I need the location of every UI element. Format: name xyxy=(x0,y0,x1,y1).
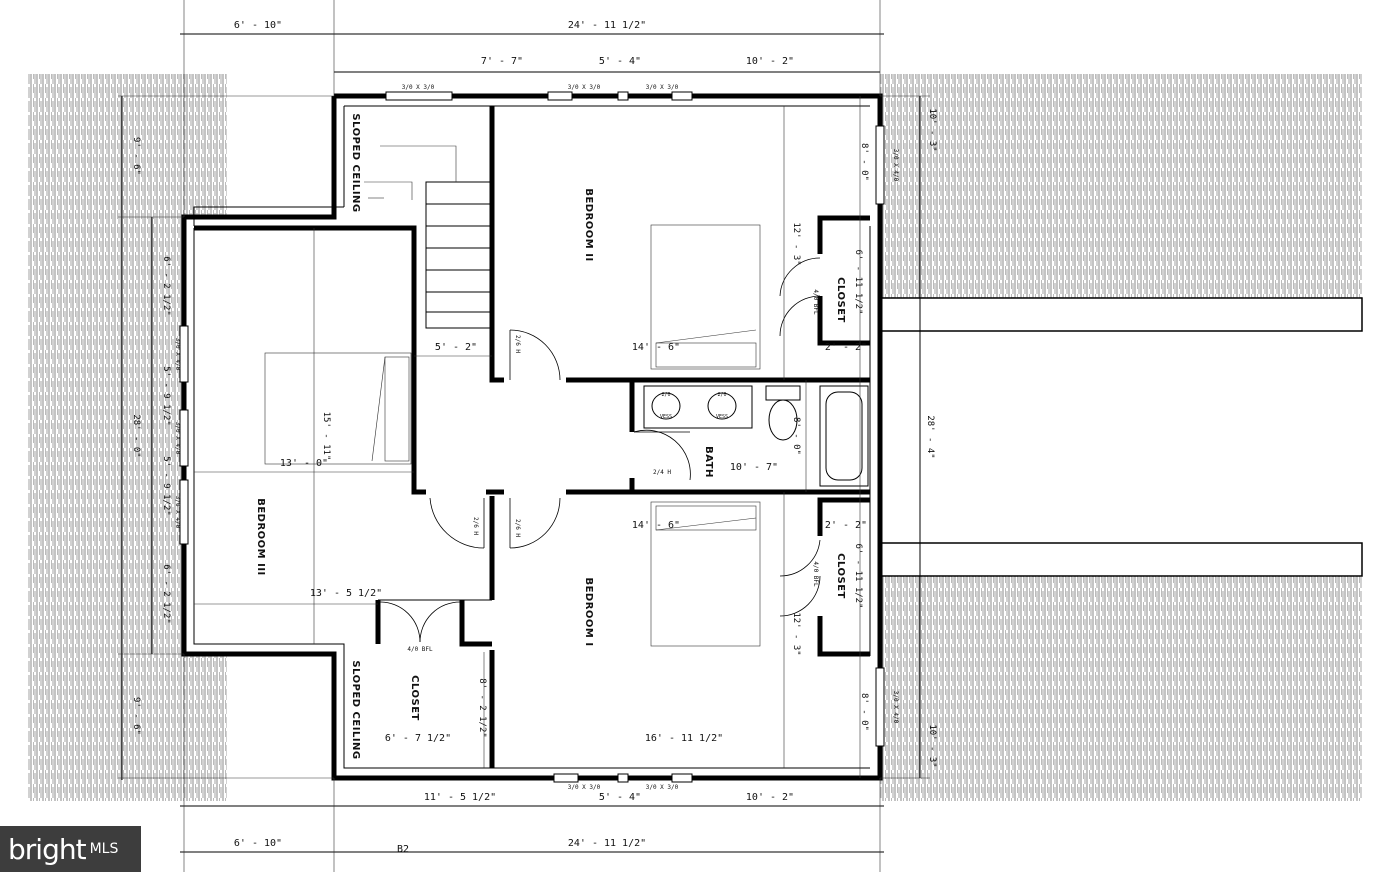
dim-closet-b2-h: 6' - 11 1/2" xyxy=(853,249,863,314)
door-bath: 2/4 H xyxy=(653,469,671,476)
door-b1: 2/6 H xyxy=(472,517,479,535)
dim-b1-lower: 13' - 5 1/2" xyxy=(310,588,382,599)
room-label-closet-b3: CLOSET xyxy=(835,553,846,599)
dim-b1-depth: 15' - 11" xyxy=(321,412,331,461)
wall-b1-top xyxy=(194,225,426,495)
room-label-bedroom-2: BEDROOM II xyxy=(583,188,594,261)
room-label-sloped-top: SLOPED CEILING xyxy=(350,113,361,212)
wall-closet-b3 xyxy=(817,497,870,657)
dim-b1-width: 13' - 0" xyxy=(280,458,328,469)
dim-left-top: 9' - 6" xyxy=(131,137,141,175)
dim-right-top-out: 10' - 3" xyxy=(927,108,937,151)
win-right-b: 3/0 X 4/0 xyxy=(892,691,899,724)
room-label-closet-b2: CLOSET xyxy=(835,277,846,323)
dim-top-left: 6' - 10" xyxy=(234,20,282,31)
win-top-c: 3/0 X 3/0 xyxy=(646,84,679,91)
roof-right-top xyxy=(880,74,1362,298)
dim-left-total: 28' - 0" xyxy=(131,414,141,457)
beam-lower xyxy=(875,542,1363,577)
dim-b3-width: 14' - 6" xyxy=(632,520,680,531)
door-b3: 2/6 H xyxy=(514,519,521,537)
dim-b3-bottom-w: 16' - 11 1/2" xyxy=(645,733,723,744)
logo-suffix: MLS xyxy=(89,841,119,857)
dim-b3-closet-w: 2' - 2" xyxy=(825,520,867,531)
dim-bath-width: 10' - 7" xyxy=(730,462,778,473)
wall-closet-b1 xyxy=(375,600,492,647)
room-label-bath: BATH xyxy=(703,446,714,478)
sink-size-2: 2/0 xyxy=(717,392,726,398)
vanity-2-label: VESS xyxy=(716,414,728,420)
dim-b2-width: 14' - 6" xyxy=(632,342,680,353)
door-b2: 2/6 H xyxy=(514,335,521,353)
bright-mls-logo: bright MLS xyxy=(0,826,141,872)
dim-bottom-left: 6' - 10" xyxy=(234,838,282,849)
dim-left-seg1: 6' - 2 1/2" xyxy=(161,256,171,316)
dim-bath-h: 8' - 0" xyxy=(791,417,801,455)
door-b1-closet: 4/0 BFL xyxy=(407,646,433,653)
room-label-closet-b1: CLOSET xyxy=(409,675,420,721)
dim-closet1-h: 8' - 2 1/2" xyxy=(477,678,487,738)
win-left-c: 3/0 X 4/0 xyxy=(174,496,181,529)
win-bot-a: 3/0 X 3/0 xyxy=(568,784,601,791)
dim-right-total: 28' - 4" xyxy=(925,415,935,458)
dim-hall: 5' - 2" xyxy=(435,342,477,353)
dim-bottom-seg3: 10' - 2" xyxy=(746,792,794,803)
wall-closet-b2 xyxy=(817,215,870,346)
win-top-b: 3/0 X 3/0 xyxy=(568,84,601,91)
dim-bottom-seg2: 5' - 4" xyxy=(599,792,641,803)
dim-right-bot-out: 10' - 3" xyxy=(927,724,937,767)
dimension-lines xyxy=(118,0,930,872)
win-bot-b: 3/0 X 3/0 xyxy=(646,784,679,791)
door-b3-closet: 4/0 BFL xyxy=(812,561,819,587)
dim-left-seg3: 5' - 9 1/2" xyxy=(161,456,171,516)
win-left-b: 3/0 X 4/0 xyxy=(174,422,181,455)
dim-bottom-total: 24' - 11 1/2" xyxy=(568,838,646,849)
dim-top-total: 24' - 11 1/2" xyxy=(568,20,646,31)
room-label-sloped-bottom: SLOPED CEILING xyxy=(350,660,361,759)
bath-fixtures xyxy=(643,385,869,487)
sink-size-1: 2/0 xyxy=(661,392,670,398)
win-left-a: 3/0 X 4/0 xyxy=(174,338,181,371)
beds xyxy=(264,224,761,647)
wall-b2-left xyxy=(489,106,504,383)
level-mark: B2 xyxy=(397,844,409,855)
room-label-bedroom-3: BEDROOM I xyxy=(583,577,594,646)
win-top-a: 3/0 X 3/0 xyxy=(402,84,435,91)
vanity-1-label: VESS xyxy=(660,414,672,420)
dim-left-seg2: 5' - 9 1/2" xyxy=(161,366,171,426)
dim-top-seg1: 7' - 7" xyxy=(481,56,523,67)
dim-closet-b3-h: 6' - 11 1/2" xyxy=(853,543,863,608)
dim-bottom-seg1: 11' - 5 1/2" xyxy=(424,792,496,803)
dim-top-seg2: 5' - 4" xyxy=(599,56,641,67)
dim-b2-closet-w: 2' - 2" xyxy=(825,342,867,353)
window-marks xyxy=(179,91,885,783)
dim-left-bottom: 9' - 6" xyxy=(131,697,141,735)
logo-brand: bright xyxy=(8,832,87,866)
stairs xyxy=(364,145,491,329)
doors xyxy=(379,257,821,643)
dim-top-seg3: 10' - 2" xyxy=(746,56,794,67)
win-right-a: 3/0 X 4/0 xyxy=(892,149,899,182)
exterior-wall-inner xyxy=(193,105,871,769)
beam-upper xyxy=(875,297,1363,332)
roof-right-mid xyxy=(880,298,1362,576)
dim-b3-depth: 12' - 3" xyxy=(791,612,801,655)
roof-right-bottom xyxy=(880,576,1362,801)
dim-right-top: 8' - 0" xyxy=(859,143,869,181)
dim-b2-depth: 12' - 3" xyxy=(791,222,801,265)
room-label-bedroom-1: BEDROOM III xyxy=(255,498,266,576)
dim-closet1-w: 6' - 7 1/2" xyxy=(385,733,451,744)
dim-right-bot: 8' - 0" xyxy=(859,693,869,731)
dim-left-seg4: 6' - 2 1/2" xyxy=(161,564,171,624)
door-b2-closet: 4/0 BFL xyxy=(812,289,819,315)
house-fill xyxy=(184,96,880,778)
